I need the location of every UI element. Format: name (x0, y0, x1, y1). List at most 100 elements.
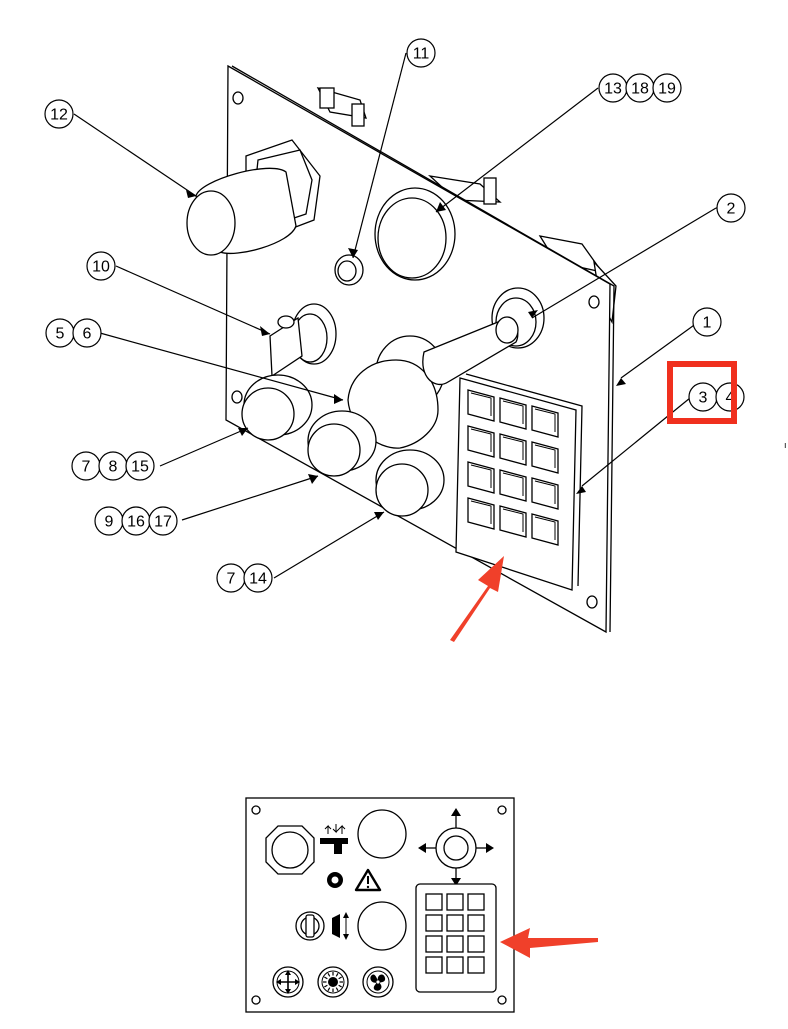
keypad-key (499, 433, 527, 466)
round-lamp-13 (374, 187, 456, 281)
callout-c2: 2 (716, 193, 746, 223)
callout-number: 10 (92, 259, 110, 276)
small-ring-11 (334, 254, 364, 286)
keypad-keys (467, 389, 559, 546)
move-arrows-icon (272, 966, 304, 998)
callout-number: 7 (82, 459, 91, 476)
callout-number: 3 (699, 390, 708, 407)
callout-number: 12 (50, 107, 68, 124)
dial-icon (295, 911, 325, 941)
callout-number: 14 (249, 571, 267, 588)
front-keypad-key (425, 914, 443, 932)
callout-number: 4 (726, 390, 735, 407)
callout-number: 17 (154, 514, 172, 531)
front-keypad-key (446, 893, 464, 911)
front-keypad-key (425, 956, 443, 974)
keypad-key (467, 389, 495, 422)
callout-bubble (243, 563, 273, 593)
front-keypad-key (446, 956, 464, 974)
stray-mark: ı (784, 440, 787, 450)
callout-bubble (125, 451, 155, 481)
keypad-key (467, 461, 495, 494)
red-arrow-top (450, 556, 504, 642)
callout-bubble (692, 307, 722, 337)
sun-icon (317, 966, 349, 998)
callout-bubble (652, 73, 682, 103)
corner-hole (232, 91, 244, 105)
round-lamp-front (357, 809, 407, 859)
callout-bubble (406, 38, 436, 68)
callout-c12: 12 (44, 99, 74, 129)
front-keypad-key (425, 893, 443, 911)
front-hole (251, 995, 261, 1005)
keypad-key (499, 505, 527, 538)
large-cylinder-12 (186, 139, 321, 256)
keypad-key (531, 405, 559, 438)
front-keypad-key (446, 914, 464, 932)
callout-number: 7 (227, 571, 236, 588)
front-keypad-key (467, 893, 485, 911)
callout-number: 16 (127, 514, 145, 531)
callout-c10: 10 (86, 251, 116, 281)
callout-number: 18 (631, 81, 649, 98)
callout-c13: 13 18 19 (598, 73, 682, 103)
callout-number: 13 (604, 81, 622, 98)
callout-c9: 9 16 17 (94, 506, 178, 536)
keypad-key (531, 513, 559, 546)
front-keypad-key (446, 935, 464, 953)
callout-number: 19 (658, 81, 676, 98)
front-keypad-key (467, 914, 485, 932)
pushbutton-14 (375, 449, 445, 517)
callout-bubble (148, 506, 178, 536)
callout-number: 6 (83, 326, 92, 343)
highlight-box (667, 361, 737, 424)
callout-number: 8 (109, 459, 118, 476)
move-arrows-joystick (418, 808, 494, 886)
callout-c7a: 7 8 15 (71, 451, 155, 481)
front-hole (497, 995, 507, 1005)
pushbutton-9 (307, 410, 377, 477)
callout-bubble (86, 251, 116, 281)
callout-bubble (44, 99, 74, 129)
keypad-key (499, 397, 527, 430)
callout-bubble (72, 318, 102, 348)
corner-hole (586, 595, 598, 609)
front-keypad-keys (425, 893, 485, 974)
ring-icon (327, 872, 343, 888)
keypad-key (531, 477, 559, 510)
front-keypad-key (425, 935, 443, 953)
keypad-key (467, 425, 495, 458)
keypad-key (499, 469, 527, 502)
front-hole (497, 805, 507, 815)
callout-number: 11 (413, 46, 430, 63)
callout-number: 15 (131, 459, 149, 476)
front-keypad-key (467, 956, 485, 974)
fan-icon (362, 966, 394, 998)
warning-triangle-icon (354, 868, 382, 892)
callout-number: 5 (56, 326, 65, 343)
front-keypad-key (467, 935, 485, 953)
corner-hole (231, 390, 243, 404)
front-hole (251, 805, 261, 815)
keypad-key (467, 497, 495, 530)
front-view-panel (245, 797, 515, 1013)
door-arrow-icon (332, 912, 349, 940)
callout-bubble (716, 193, 746, 223)
isometric-panel-drawing (186, 64, 617, 634)
red-arrow-bottom (500, 928, 598, 958)
octagon-button (265, 825, 315, 875)
callout-c11: 11 (406, 38, 436, 68)
keypad-key (531, 441, 559, 474)
corner-hole (588, 295, 600, 309)
callout-c1: 1 (692, 307, 722, 337)
pushbutton-front (357, 901, 407, 951)
callout-c7b: 7 14 (216, 563, 273, 593)
hand-up-down-icon (320, 824, 348, 854)
callout-number: 9 (105, 514, 114, 531)
selector-switch-10 (269, 303, 337, 378)
keypad-3 (455, 373, 583, 591)
callout-number: 2 (727, 201, 736, 218)
